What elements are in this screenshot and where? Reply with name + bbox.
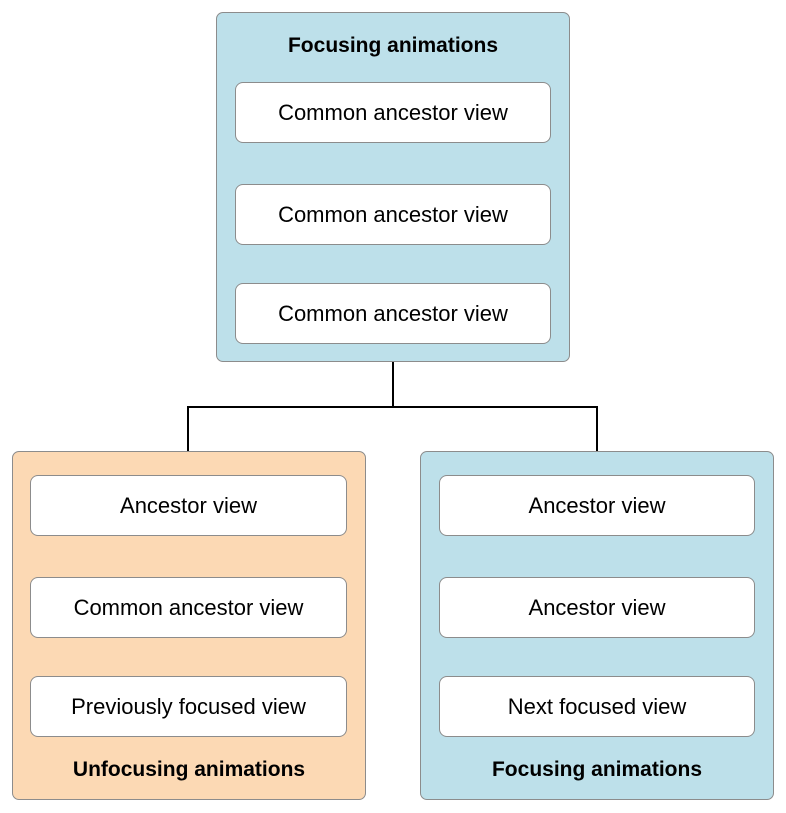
top-node-3: Common ancestor view [235,283,551,344]
left-node-2: Common ancestor view [30,577,347,638]
top-node-1: Common ancestor view [235,82,551,143]
top-node-2: Common ancestor view [235,184,551,245]
right-group-title: Focusing animations [491,758,703,781]
top-group-title: Focusing animations [287,34,499,57]
right-node-3: Next focused view [439,676,755,737]
left-node-1: Ancestor view [30,475,347,536]
left-node-3: Previously focused view [30,676,347,737]
right-node-1: Ancestor view [439,475,755,536]
left-group-title: Unfocusing animations [72,758,306,781]
right-node-2: Ancestor view [439,577,755,638]
